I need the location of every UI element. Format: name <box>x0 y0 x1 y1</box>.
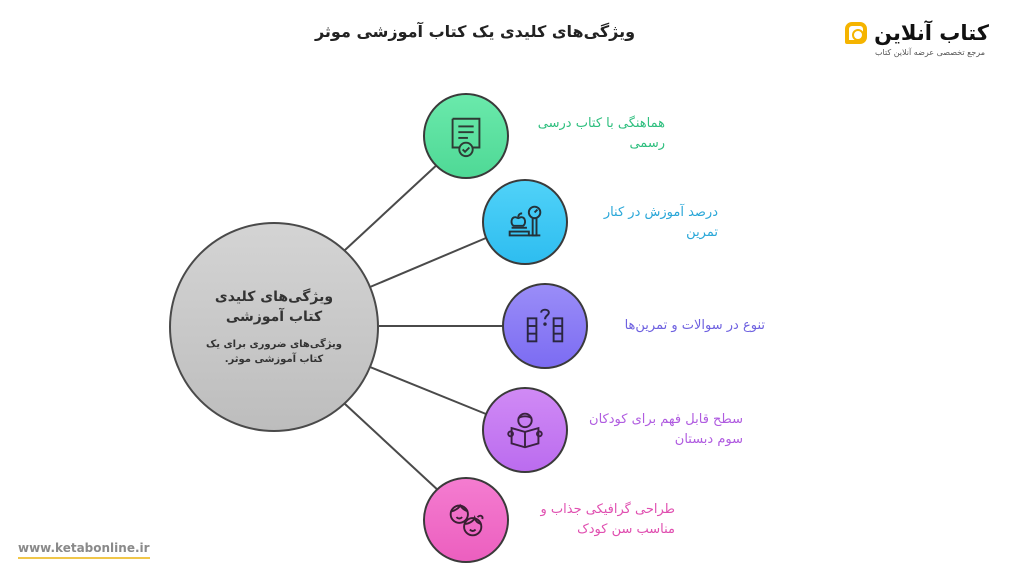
hub-title: ویژگی‌های کلیدی کتاب آموزشی <box>214 289 334 325</box>
node-label-4: سطح قابل فهم برای کودکان سوم دبستان <box>589 412 743 447</box>
logo-mark-icon <box>845 22 867 44</box>
certificate-check-icon <box>451 117 481 158</box>
connector-1 <box>344 161 441 251</box>
hub-subtitle: ویژگی‌های ضروری برای یک کتاب آموزشی موثر… <box>205 339 342 365</box>
child-reading-icon <box>507 412 543 449</box>
logo-name: کتاب آنلاین <box>874 21 989 45</box>
node-curriculum-alignment[interactable] <box>423 93 509 179</box>
node-label-1: هماهنگی با کتاب درسی رسمی <box>537 116 665 151</box>
page-title: ویژگی‌های کلیدی یک کتاب آموزشی موثر <box>314 22 636 41</box>
node-label-3: تنوع در سوالات و تمرین‌ها <box>624 318 765 333</box>
node-question-variety[interactable] <box>502 283 588 369</box>
question-blocks-icon <box>526 308 564 343</box>
node-label-5: طراحی گرافیکی جذاب و مناسب سن کودک <box>540 502 675 537</box>
node-attractive-design[interactable] <box>423 477 509 563</box>
node-teaching-practice-balance[interactable] <box>482 179 568 265</box>
node-comprehension-level[interactable] <box>482 387 568 473</box>
logo[interactable]: کتاب آنلاین مرجع تخصصی عرضه آنلاین کتاب <box>845 18 995 62</box>
connector-5 <box>344 403 441 493</box>
connector-4 <box>369 366 487 415</box>
node-label-2: درصد آموزش در کنار تمرین <box>603 205 718 240</box>
logo-tagline: مرجع تخصصی عرضه آنلاین کتاب <box>874 48 985 57</box>
connector-2 <box>369 237 487 288</box>
footer-url[interactable]: www.ketabonline.ir <box>18 541 150 559</box>
children-faces-icon <box>449 503 484 537</box>
central-hub: ویژگی‌های کلیدی کتاب آموزشی ویژگی‌های ضر… <box>169 222 379 432</box>
scale-apple-icon <box>508 205 542 237</box>
